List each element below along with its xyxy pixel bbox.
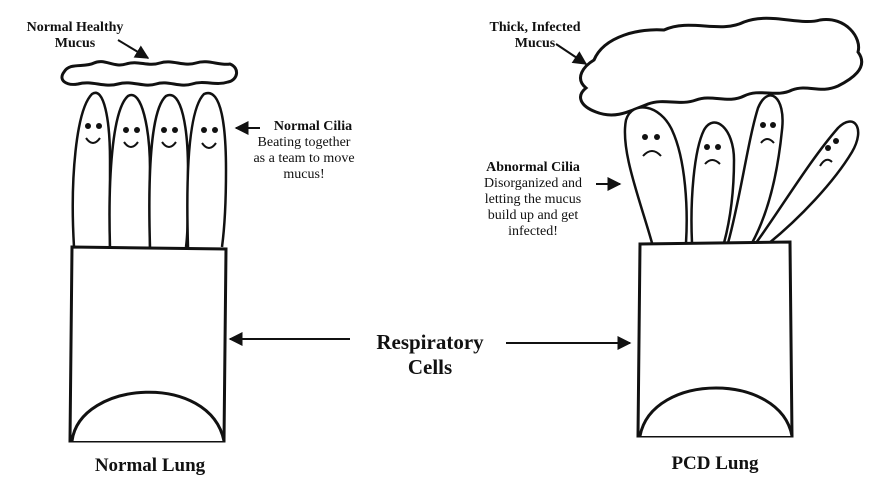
- normal-mucus-label-line1: Normal Healthy: [10, 20, 140, 36]
- pcd-cilia-desc-line4: infected!: [470, 224, 596, 240]
- normal-cilium-1: [73, 93, 110, 247]
- pcd-lung-caption: PCD Lung: [615, 453, 815, 475]
- pcd-lung-diagram: [556, 18, 862, 436]
- normal-mucus-label-line2: Mucus: [10, 36, 140, 52]
- pcd-cilium-2: [692, 122, 735, 243]
- respiratory-cells-line2: Cells: [355, 355, 505, 380]
- normal-lung-diagram: [62, 40, 260, 441]
- pcd-cilia-annotation: Abnormal Cilia Disorganized and letting …: [470, 160, 596, 240]
- normal-lung-caption: Normal Lung: [50, 455, 250, 477]
- normal-cilia-annotation: Normal Cilia Beating together as a team …: [244, 119, 364, 183]
- pcd-cilia-desc-line3: build up and get: [470, 208, 596, 224]
- normal-cilium-4: [187, 93, 226, 247]
- pcd-cilium-1: [625, 107, 687, 243]
- pcd-cilia-desc-line1: Disorganized and: [470, 176, 596, 192]
- respiratory-cells-line1: Respiratory: [355, 330, 505, 355]
- normal-cilia-desc-line1: Beating together: [244, 135, 364, 151]
- pcd-cilia-title: Abnormal Cilia: [470, 160, 596, 176]
- normal-cilia-title: Normal Cilia: [244, 119, 364, 135]
- normal-cilia-desc-line3: mucus!: [244, 167, 364, 183]
- pcd-mucus-label: Thick, Infected Mucus: [470, 20, 600, 52]
- normal-cilium-3: [149, 95, 188, 247]
- pcd-cilia-desc-line2: letting the mucus: [470, 192, 596, 208]
- normal-cilia-desc-line2: as a team to move: [244, 151, 364, 167]
- respiratory-cells-label: Respiratory Cells: [355, 330, 505, 380]
- normal-mucus-layer: [62, 62, 237, 86]
- pcd-mucus-layer: [581, 18, 862, 115]
- pcd-mucus-label-line2: Mucus: [470, 36, 600, 52]
- normal-cilium-2: [110, 95, 150, 247]
- pcd-mucus-label-line1: Thick, Infected: [470, 20, 600, 36]
- normal-mucus-label: Normal Healthy Mucus: [10, 20, 140, 52]
